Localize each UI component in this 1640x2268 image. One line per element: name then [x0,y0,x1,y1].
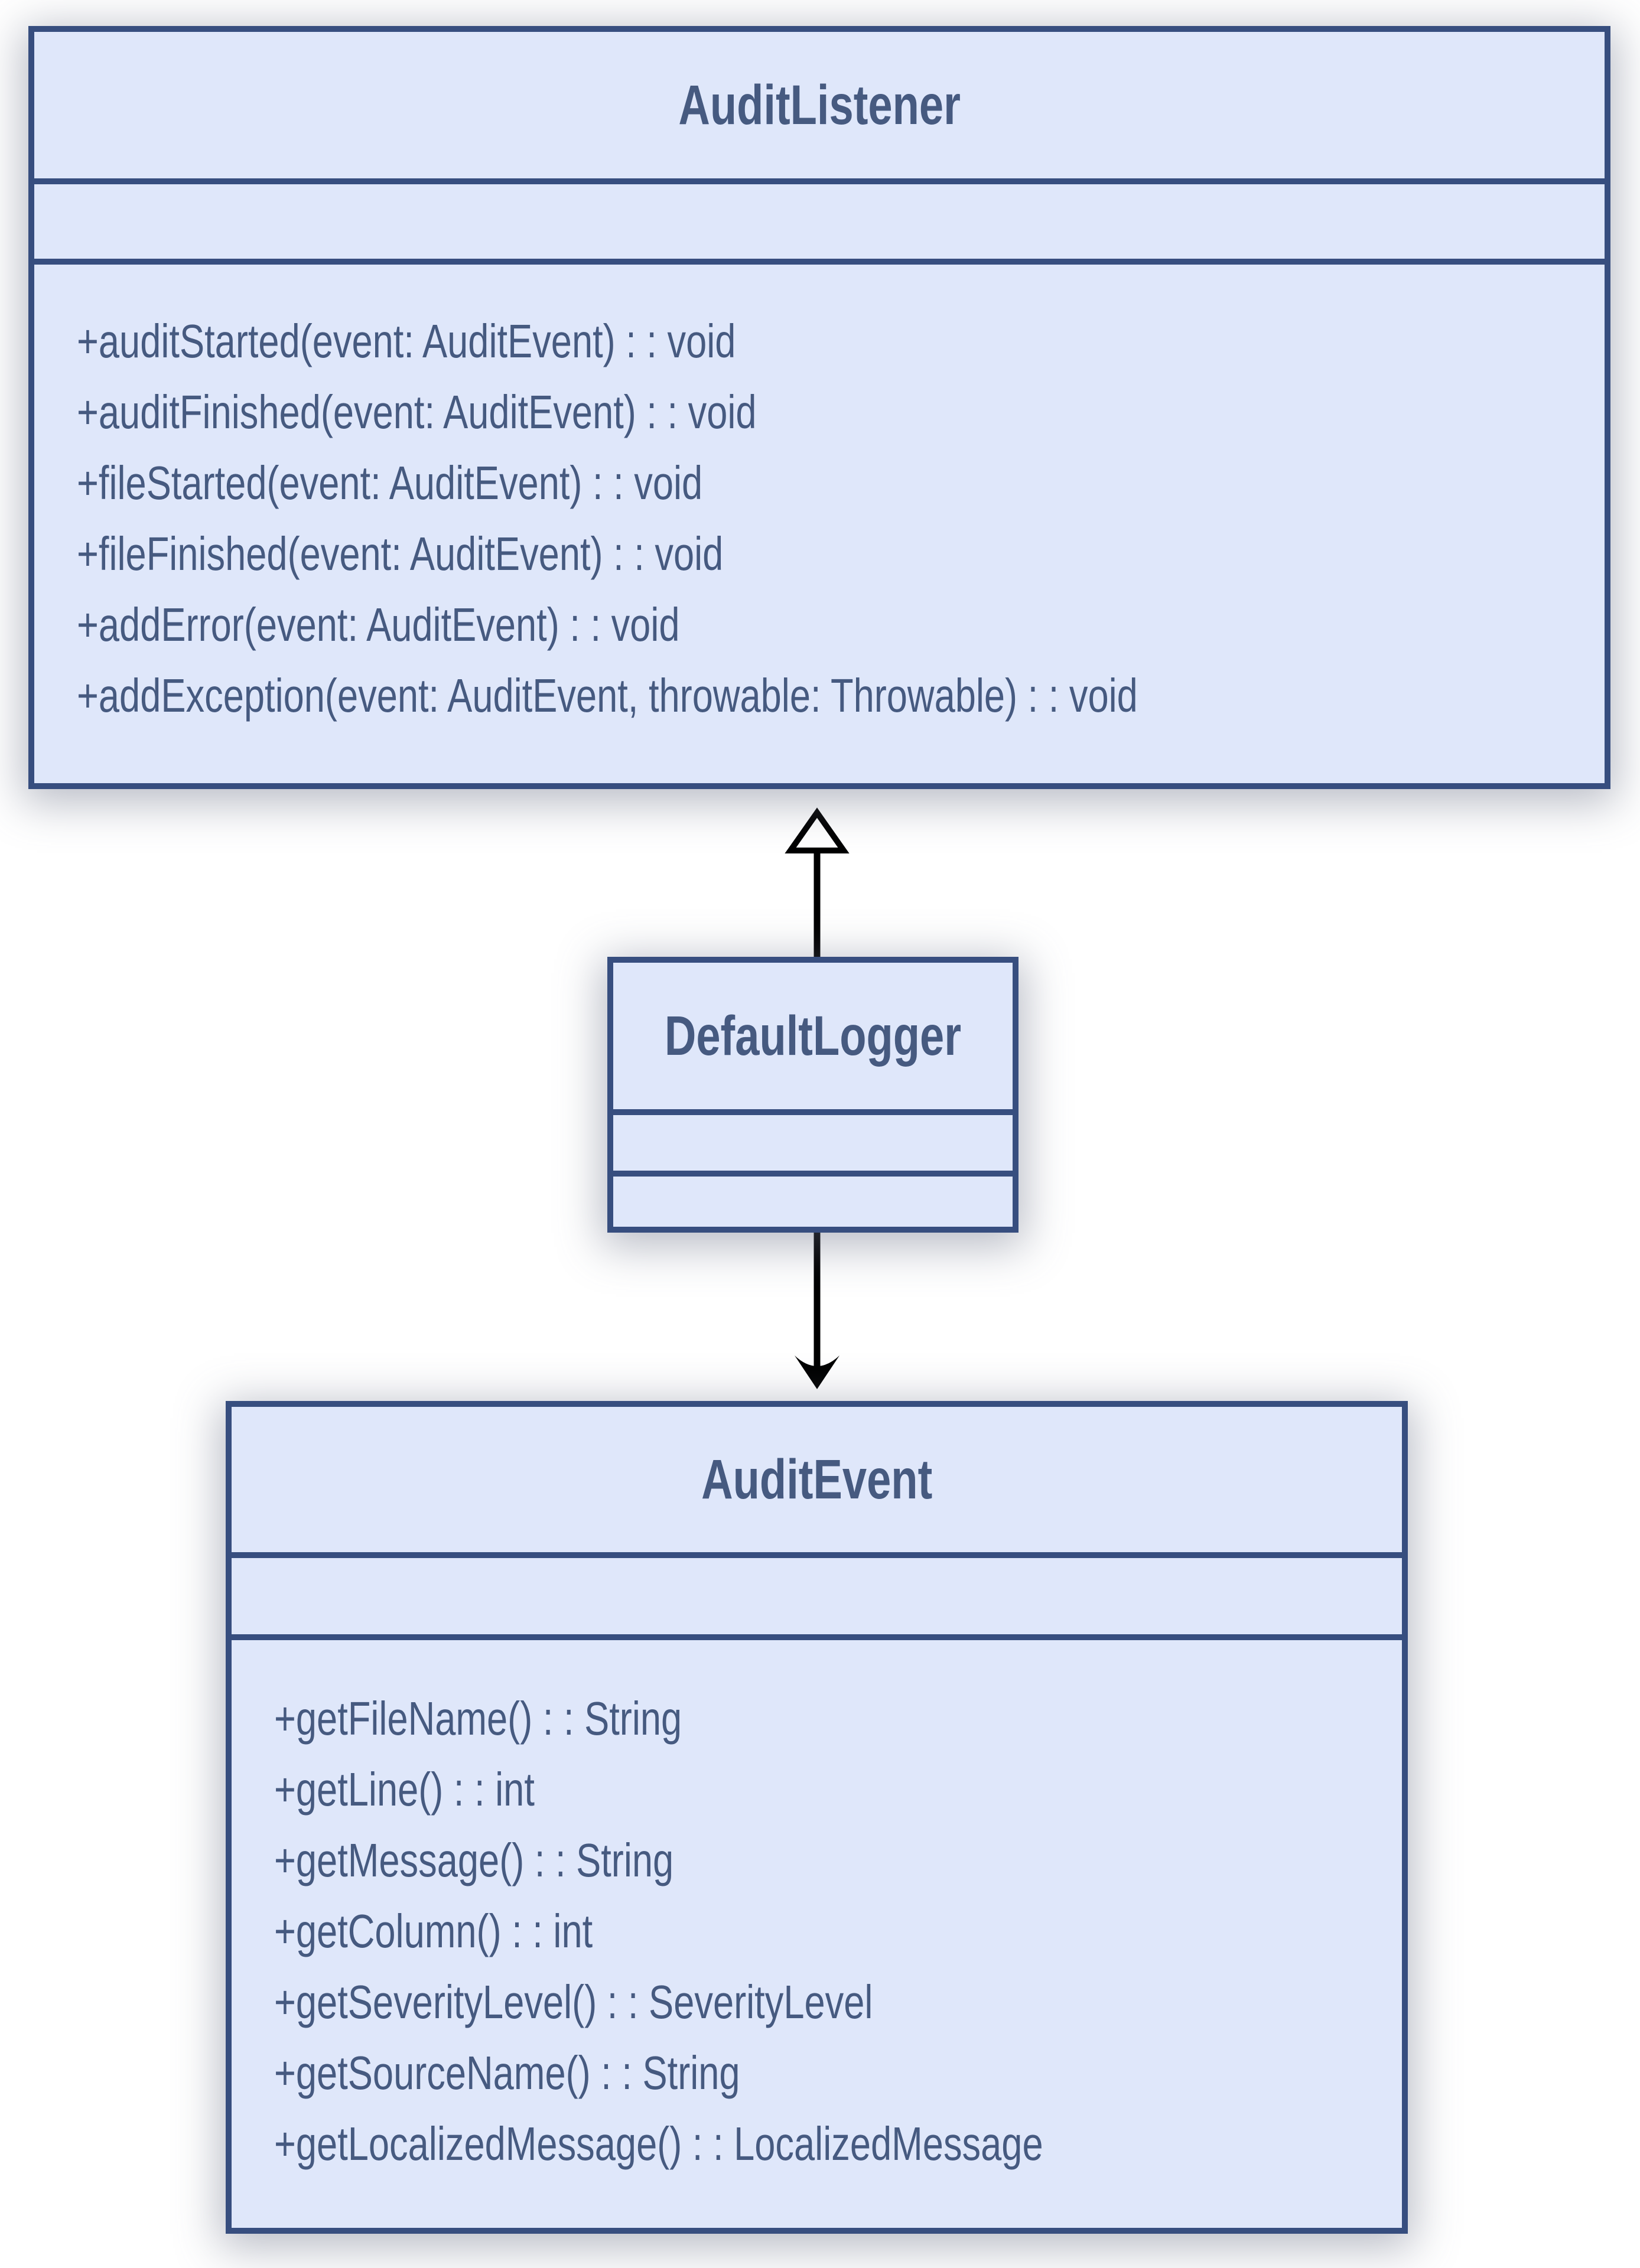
method-item: +getMessage() : : String [274,1834,674,1886]
attributes-compartment [232,1552,1402,1634]
method-item: +addException(event: AuditEvent, throwab… [77,669,1138,722]
realization-connector[interactable] [785,807,850,959]
class-name: AuditEvent [701,1448,933,1511]
class-title-compartment: DefaultLogger [613,963,1013,1109]
methods-compartment: +auditStarted(event: AuditEvent) : : voi… [34,259,1605,783]
stealth-arrowhead-icon [795,1355,839,1389]
dependency-connector[interactable] [795,1230,839,1389]
method-item: +fileStarted(event: AuditEvent) : : void [77,457,703,509]
methods-compartment: +getFileName() : : String +getLine() : : … [232,1634,1402,2228]
class-node-defaultlogger[interactable]: DefaultLogger [607,957,1019,1233]
method-item: +auditFinished(event: AuditEvent) : : vo… [77,386,757,438]
methods-compartment [613,1171,1013,1227]
class-title-compartment: AuditListener [34,32,1605,178]
method-item: +getSourceName() : : String [274,2047,740,2099]
method-item: +fileFinished(event: AuditEvent) : : voi… [77,527,724,580]
class-name: AuditListener [678,73,961,136]
class-name: DefaultLogger [664,1004,962,1067]
method-item: +getFileName() : : String [274,1692,682,1745]
method-item: +getSeverityLevel() : : SeverityLevel [274,1976,873,2028]
hollow-triangle-arrowhead-icon [785,807,850,853]
class-title-compartment: AuditEvent [232,1407,1402,1552]
method-item: +addError(event: AuditEvent) : : void [77,598,680,651]
attributes-compartment [613,1109,1013,1171]
method-item: +getColumn() : : int [274,1905,593,1957]
method-item: +auditStarted(event: AuditEvent) : : voi… [77,315,736,367]
method-item: +getLine() : : int [274,1763,535,1816]
attributes-compartment [34,178,1605,259]
class-node-auditlistener[interactable]: AuditListener +auditStarted(event: Audit… [28,26,1610,789]
class-node-auditevent[interactable]: AuditEvent +getFileName() : : String+get… [226,1401,1408,2234]
method-item: +getLocalizedMessage() : : LocalizedMess… [274,2117,1043,2170]
